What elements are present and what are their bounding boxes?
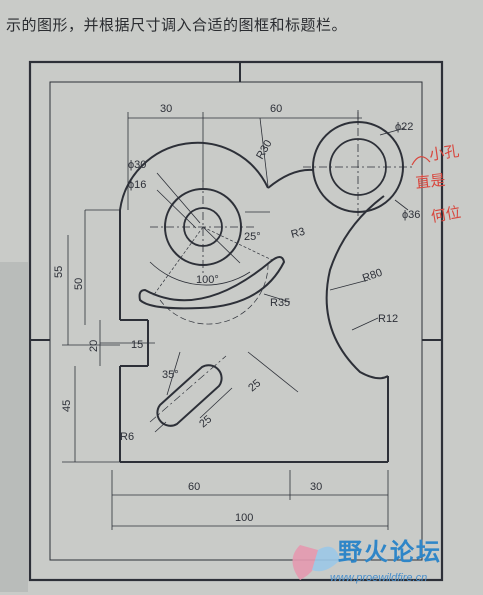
dim-45: 45: [61, 400, 73, 412]
dim-55: 55: [53, 266, 65, 278]
arc-slot: [138, 256, 286, 310]
dim-angle-25: 25°: [244, 231, 261, 243]
dim-r80: R80: [361, 267, 384, 285]
dim-20: 20: [88, 340, 100, 352]
dim-25-lower: 25: [197, 413, 214, 430]
dim-phi16: ϕ16: [128, 179, 146, 191]
slot-radial-left: [152, 226, 204, 297]
dim-25-upper: 25: [246, 377, 263, 394]
dim-r6: R6: [120, 431, 134, 443]
part-outline: [119, 141, 389, 463]
slot-centerline: [159, 261, 269, 325]
dim-r3: R3: [290, 226, 307, 241]
outer-frame: [28, 60, 444, 582]
dim-60-top: 60: [270, 103, 282, 115]
dim-60-bottom: 60: [188, 481, 200, 493]
side-shadow: [0, 262, 28, 592]
handwriting-line-3: 何位: [430, 203, 463, 226]
handwriting-line-1: 小孔: [428, 142, 460, 164]
inner-frame: [49, 81, 423, 561]
handwriting-stroke: [411, 156, 431, 166]
dim-r12: R12: [378, 313, 398, 325]
instruction-text: 示的图形，并根据尺寸调入合适的图框和标题栏。: [6, 16, 348, 34]
watermark-name: 野火论坛: [338, 538, 442, 566]
slot-radial-right: [202, 226, 273, 261]
dim-phi30: ϕ30: [128, 159, 146, 171]
dim-30-bottom: 30: [310, 481, 322, 493]
handwriting-line-2: 直是: [415, 171, 447, 192]
watermark-url: www.proewildfire.cn: [330, 572, 428, 584]
dim-15: 15: [131, 339, 143, 351]
dim-r30: R30: [254, 138, 274, 161]
dim-angle-35: 35°: [162, 369, 179, 381]
dim-phi36: ϕ36: [402, 209, 420, 221]
dim-30: 30: [160, 103, 172, 115]
dimension-lines: [62, 110, 409, 530]
dim-angle-100: 100°: [196, 274, 219, 286]
straight-slot: [149, 355, 227, 427]
dim-50: 50: [73, 278, 85, 290]
dim-100: 100: [235, 512, 253, 524]
dim-phi22: ϕ22: [395, 121, 413, 133]
dim-r35: R35: [270, 297, 290, 309]
watermark-logo: [292, 545, 340, 580]
